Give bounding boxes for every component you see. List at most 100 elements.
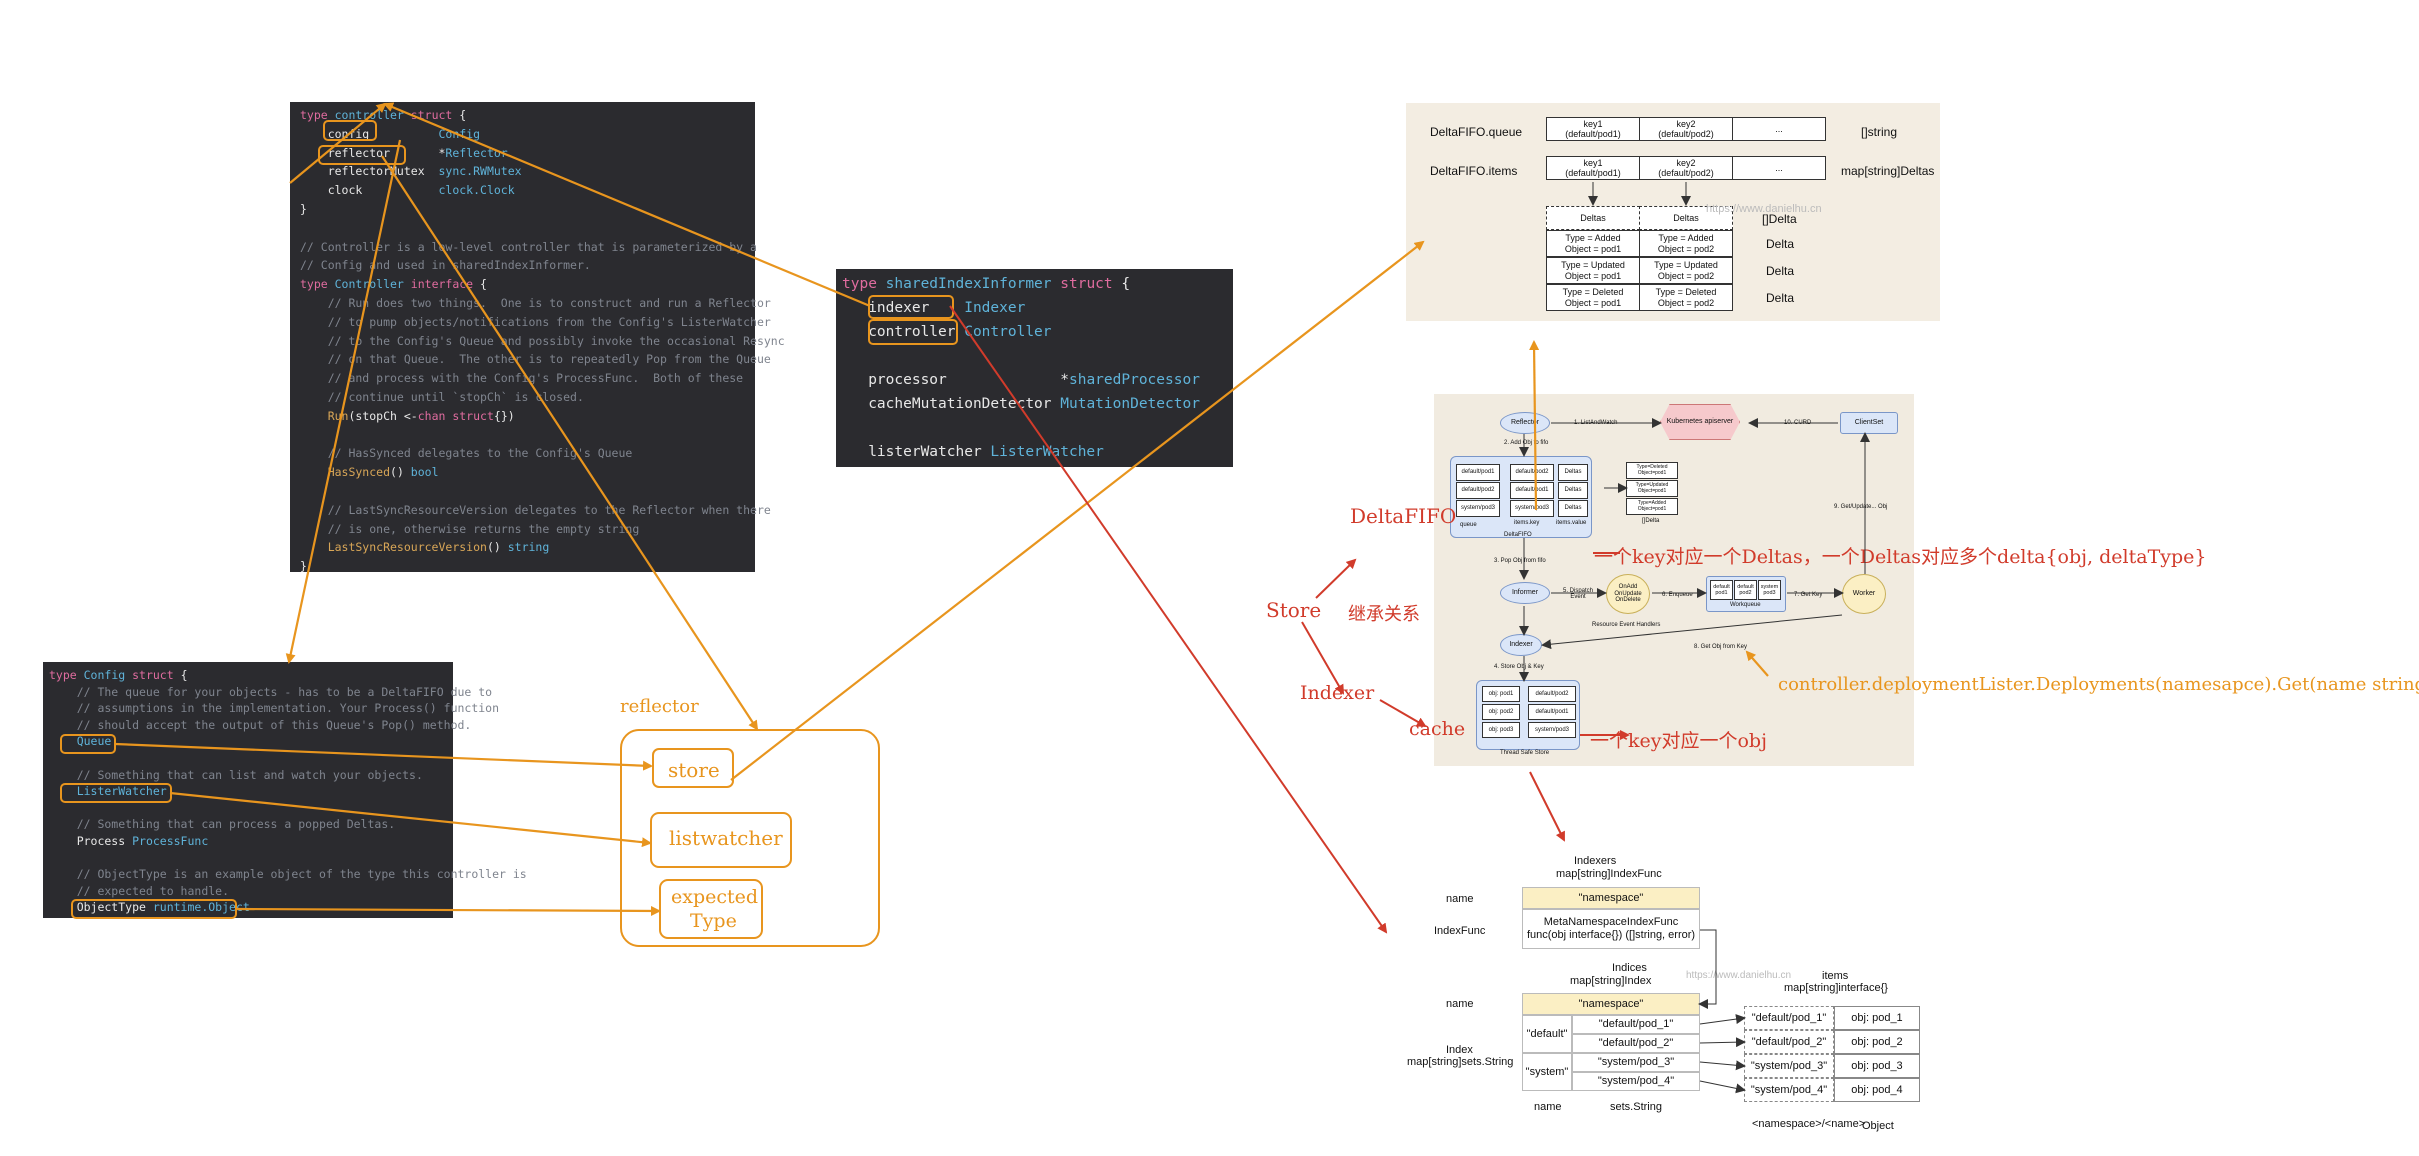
table-cell: ... [1732, 117, 1826, 141]
indexers-cell: obj: pod_2 [1834, 1030, 1920, 1054]
code-line: // expected to handle. [49, 884, 229, 898]
indexers-label: map[string]sets.String [1407, 1056, 1514, 1068]
code-token: MutationDetector [1060, 396, 1200, 412]
flow-connector [1541, 614, 1843, 650]
flow-label: 4. Store Obj & Key [1494, 664, 1544, 670]
flow-label: 6. Enqueue [1662, 592, 1693, 598]
indexers-cell: "system/pod_4" [1744, 1078, 1834, 1102]
apiserver-node: Kubernetes apiserver [1660, 404, 1740, 440]
table-cell: key2(default/pod2) [1639, 117, 1733, 141]
items-type-label: map[string]Deltas [1841, 164, 1935, 178]
code-line: // HasSynced delegates to the Config's Q… [300, 446, 633, 461]
code-token: string [507, 540, 550, 555]
deltafifo-items-label: DeltaFIFO.items [1430, 164, 1518, 178]
orange-arrow [383, 102, 871, 308]
deltas-header-1-text: Deltas [1580, 212, 1606, 223]
code-token: sharedIndexInformer [885, 276, 1061, 292]
flow-label: []Delta [1642, 518, 1660, 524]
flow-label: Thread Safe Store [1500, 750, 1550, 756]
indexers-cell: obj: pod_3 [1834, 1054, 1920, 1078]
code-token: // Run does two things. One is to constr… [300, 296, 771, 310]
code-token: { [452, 108, 467, 122]
code-token: // LastSyncResourceVersion delegates to … [300, 502, 771, 517]
flow-label: 5. Dispatch Event [1562, 588, 1593, 600]
red-arrow [1315, 558, 1357, 599]
code-token: } [300, 559, 307, 574]
table-cell: key2(default/pod2) [1639, 156, 1733, 180]
flow-box: system pod3 [1758, 580, 1781, 600]
code-line: type sharedIndexInformer struct { [842, 276, 1130, 292]
code-line: processor *sharedProcessor [842, 372, 1200, 388]
deltas-header-2: Deltas [1639, 206, 1733, 230]
red-arrow [1379, 699, 1427, 728]
controller-code-panel: type controller struct { config Config r… [290, 102, 785, 574]
code-token: clock.Clock [438, 183, 515, 198]
code-line: // Controller is a low-level controller … [300, 240, 757, 254]
code-line: LastSyncResourceVersion() string [300, 540, 550, 555]
code-token: sync.RWMutex [438, 164, 522, 179]
code-line: // and process with the Config's Process… [300, 371, 743, 385]
flow-label: Workqueue [1730, 602, 1761, 608]
table-cell: key1(default/pod1) [1546, 117, 1640, 141]
flow-label: items.key [1514, 520, 1540, 526]
highlight-box [60, 783, 172, 803]
code-token: { [173, 668, 188, 682]
flow-box: Type=Updated Object=pod1 [1626, 480, 1678, 497]
delta-slice-label: []Delta [1762, 212, 1797, 226]
code-token: listerWatcher [842, 444, 991, 460]
code-token: // expected to handle. [49, 883, 230, 898]
code-line: ListerWatcher [49, 784, 167, 798]
deltas-note-handwritten: 一个key对应一个Deltas，一个Deltas对应多个delta{obj, d… [1594, 546, 2207, 568]
indexers-cell: "default" [1522, 1015, 1572, 1053]
code-line: // Something that can list and watch you… [49, 768, 423, 782]
indexers-cell: obj: pod_1 [1834, 1006, 1920, 1030]
code-token: // HasSynced delegates to the Config's Q… [300, 446, 633, 461]
flow-box: obj: pod2 [1482, 704, 1520, 720]
indexers-label: name [1446, 893, 1474, 905]
code-token: chan struct [417, 408, 494, 423]
config-code-panel: type Config struct { // The queue for yo… [43, 662, 527, 918]
indexers-cell: "system/pod_3" [1744, 1054, 1834, 1078]
red-arrow [1529, 771, 1565, 842]
code-line: HasSynced() bool [300, 465, 439, 479]
inherit-handwritten: 继承关系 [1348, 604, 1420, 625]
code-line: // is one, otherwise returns the empty s… [300, 522, 640, 536]
code-token: () [390, 465, 411, 480]
deltafifo-queue-label: DeltaFIFO.queue [1430, 125, 1523, 139]
expected-type-handwritten-2: Type [690, 910, 737, 932]
code-token: // The queue for your objects - has to b… [49, 684, 493, 699]
store-handwritten: store [668, 758, 720, 782]
set-to-item-arrow [1699, 1014, 1746, 1025]
orange-arrow [285, 139, 402, 664]
code-token: indexer [842, 300, 965, 316]
code-token: struct [1060, 276, 1113, 292]
listwatcher-box [650, 812, 792, 868]
code-token: // continue until `stopCh` is closed. [300, 390, 584, 404]
delta-row-label: Delta [1766, 264, 1795, 278]
deltafifo-panel: DeltaFIFO.queue DeltaFIFO.items []string… [1406, 103, 1940, 321]
set-to-item-arrow [1699, 1080, 1746, 1094]
code-token: ObjectType [49, 900, 153, 915]
code-token: Queue [49, 734, 112, 749]
code-token: {}) [493, 408, 515, 423]
code-line: indexer Indexer [842, 300, 1025, 316]
flow-label: 7. Get Key [1794, 592, 1823, 598]
flow-box: Deltas [1558, 482, 1588, 499]
code-token: runtime.Object [152, 900, 250, 915]
indexers-label: map[string]Index [1570, 975, 1652, 987]
orange-arrow [114, 742, 653, 771]
queue-type-label: []string [1861, 125, 1898, 139]
code-token: // Config and used in sharedIndexInforme… [300, 258, 591, 273]
flow-box: Type=Added Object=pod1 [1626, 498, 1678, 515]
code-token: // to the Config's Queue and possibly in… [300, 333, 785, 348]
table-cell: key1(default/pod1) [1546, 156, 1640, 180]
flow-label: 9. Get/Update... Obj [1834, 504, 1888, 510]
flow-box: system/pod3 [1510, 500, 1554, 517]
indexers-cell: "namespace" [1522, 887, 1700, 909]
code-line: Run(stopCh <-chan struct{}) [300, 409, 515, 423]
indexers-label: Object [1862, 1120, 1894, 1132]
